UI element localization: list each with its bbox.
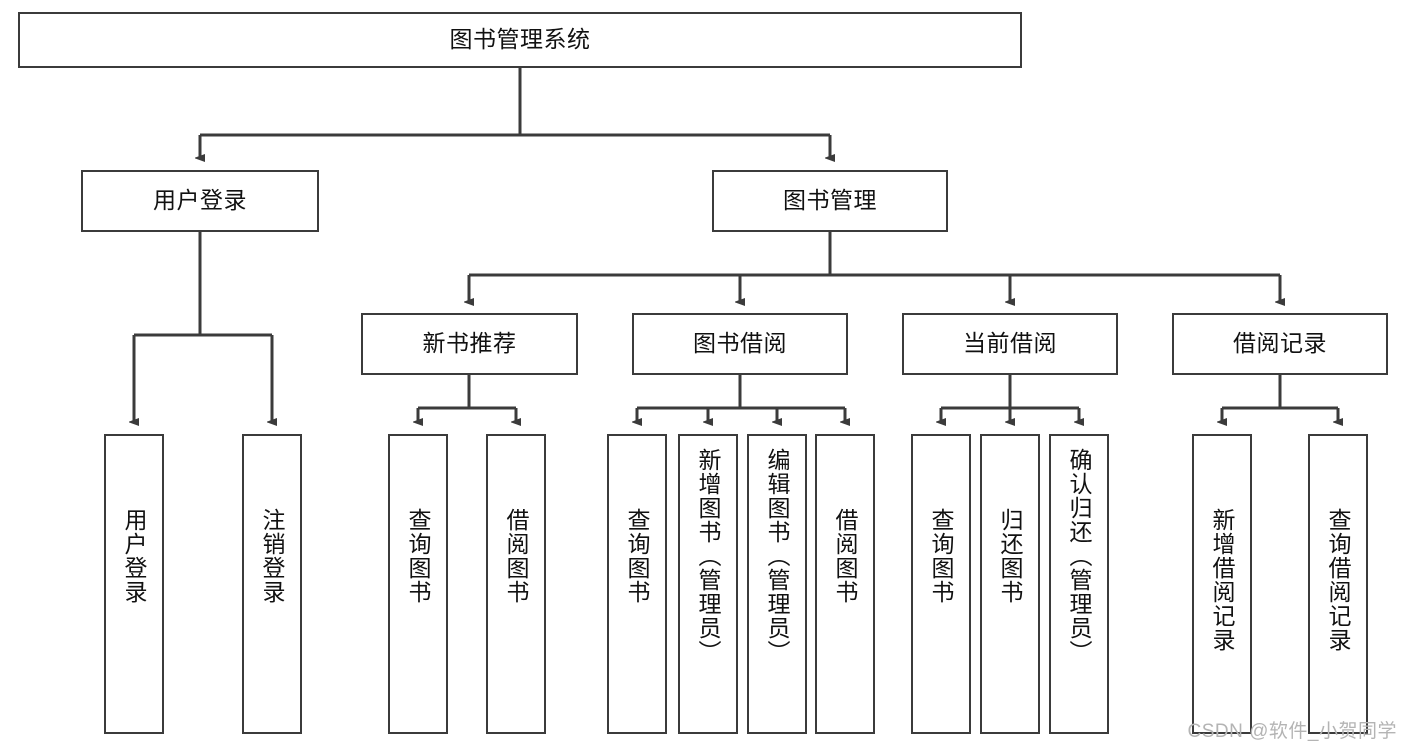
node-label: 借阅图书 [503,508,530,604]
leaf-user-login[interactable]: 用户登录 [104,434,164,734]
leaf-confirm-return-admin[interactable]: 确认归还（管理员） [1049,434,1109,734]
node-label: 注销登录 [259,508,286,604]
node-label: 用户登录 [121,508,148,604]
leaf-add-book-admin[interactable]: 新增图书（管理员） [678,434,738,734]
node-label: 借阅记录 [1233,330,1327,357]
leaf-borrow-books-recommendation[interactable]: 借阅图书 [486,434,546,734]
node-label: 确认归还（管理员） [1066,448,1093,664]
node-book-borrowing[interactable]: 图书借阅 [632,313,848,375]
node-label: 图书管理 [783,187,877,214]
leaf-query-books-recommendation[interactable]: 查询图书 [388,434,448,734]
node-label: 新书推荐 [422,330,517,357]
node-label: 用户登录 [153,187,247,214]
node-label: 查询图书 [405,508,432,604]
node-label: 图书借阅 [693,330,787,357]
watermark: CSDN @软件_小贺同学 [1187,721,1397,742]
node-label: 编辑图书（管理员） [764,448,791,664]
node-label: 新增图书（管理员） [695,448,722,664]
node-label: 查询图书 [624,508,651,604]
node-book-management[interactable]: 图书管理 [712,170,948,232]
node-label: 归还图书 [997,508,1024,604]
node-user-login[interactable]: 用户登录 [81,170,319,232]
node-label: 查询借阅记录 [1325,508,1352,652]
leaf-query-borrowing-record[interactable]: 查询借阅记录 [1308,434,1368,734]
node-label: 图书管理系统 [449,26,591,53]
node-current-borrowing[interactable]: 当前借阅 [902,313,1118,375]
node-label: 查询图书 [928,508,955,604]
node-label: 当前借阅 [963,330,1057,357]
node-label: 借阅图书 [832,508,859,604]
node-borrowing-records[interactable]: 借阅记录 [1172,313,1388,375]
leaf-logout[interactable]: 注销登录 [242,434,302,734]
leaf-add-borrowing-record[interactable]: 新增借阅记录 [1192,434,1252,734]
node-new-book-recommendation[interactable]: 新书推荐 [361,313,578,375]
leaf-return-books[interactable]: 归还图书 [980,434,1040,734]
leaf-query-books-current[interactable]: 查询图书 [911,434,971,734]
leaf-query-books-borrowing[interactable]: 查询图书 [607,434,667,734]
leaf-edit-book-admin[interactable]: 编辑图书（管理员） [747,434,807,734]
node-label: 新增借阅记录 [1209,508,1236,652]
leaf-borrow-books-borrowing[interactable]: 借阅图书 [815,434,875,734]
node-root-book-management-system[interactable]: 图书管理系统 [18,12,1022,68]
